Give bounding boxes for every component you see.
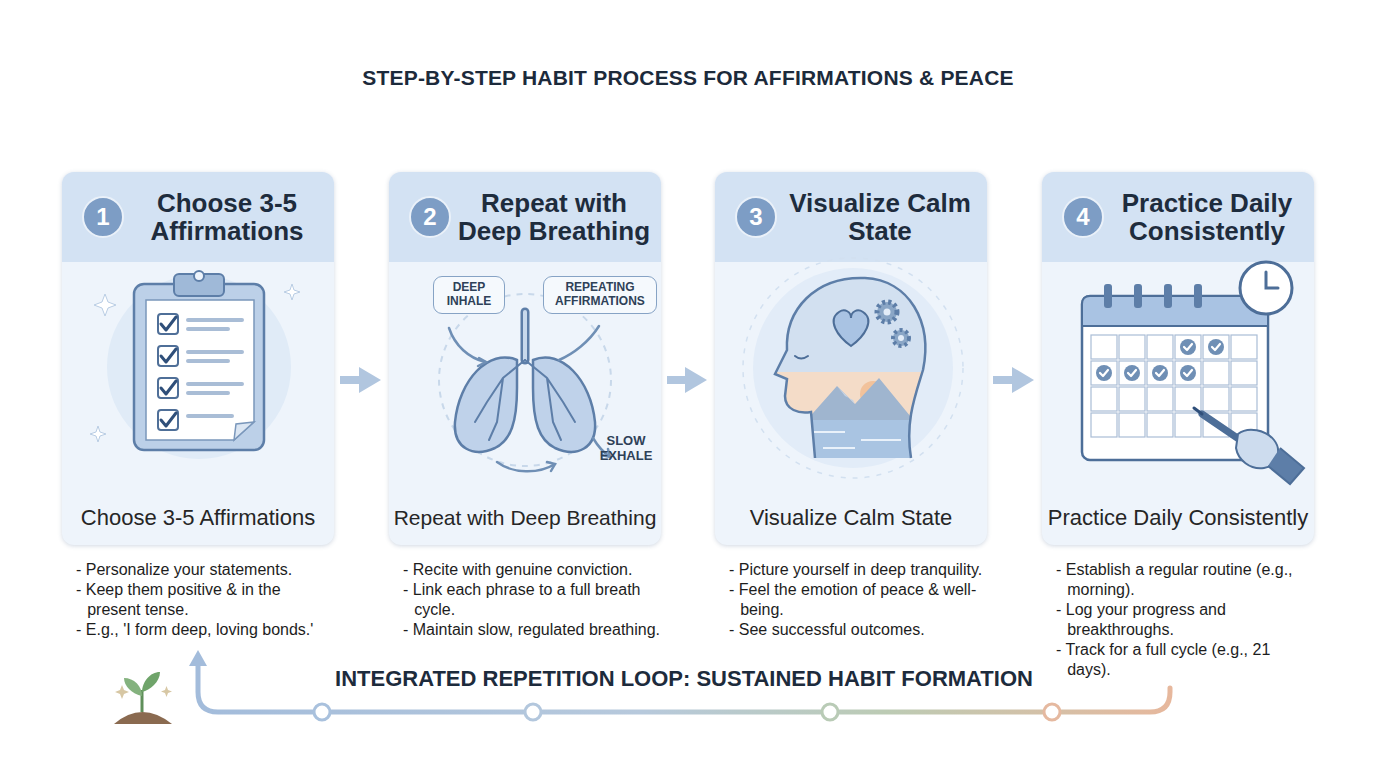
calm-head-illustration [715, 262, 987, 492]
step-card: Visualize Calm StateVisualize Calm State… [715, 172, 987, 644]
step-card: Choose 3-5 AffirmationsChoose 3-5 Affirm… [62, 172, 334, 644]
bullet-note: - Keep them positive & in the present te… [76, 580, 338, 620]
bullet-note: - Establish a regular routine (e.g., mor… [1056, 560, 1318, 600]
plant-icon [114, 672, 172, 724]
calendar-illustration [1042, 262, 1314, 492]
bullet-note: - Log your progress and breakthroughs. [1056, 600, 1318, 640]
bullet-note: - Recite with genuine conviction. [403, 560, 665, 580]
bullet-note: - See successful outcomes. [729, 620, 991, 640]
step-number: 2 [423, 205, 436, 229]
step-number: 4 [1076, 205, 1089, 229]
step-number-circle: 4 [1062, 196, 1104, 238]
bullet-note: - Feel the emotion of peace & well-being… [729, 580, 991, 620]
illustration-label: SLOW EXHALE [595, 434, 657, 464]
speech-bubble: REPEATING AFFIRMATIONS [543, 276, 657, 314]
step-number: 1 [96, 205, 109, 229]
step-caption: Repeat with Deep Breathing [393, 498, 657, 538]
step-heading: Practice Daily Consistently [1104, 172, 1310, 262]
step-caption: Visualize Calm State [719, 498, 983, 538]
bullet-note: - Picture yourself in deep tranquility. [729, 560, 991, 580]
flow-arrow [667, 376, 693, 384]
clipboard-illustration [62, 262, 334, 492]
step-number-circle: 1 [82, 196, 124, 238]
bullet-note: - E.g., 'I form deep, loving bonds.' [76, 620, 338, 640]
title: STEP-BY-STEP HABIT PROCESS FOR AFFIRMATI… [0, 66, 1376, 90]
flow-arrow [993, 376, 1020, 384]
loop-label: INTEGRATED REPETITION LOOP: SUSTAINED HA… [329, 666, 1039, 692]
step-caption: Choose 3-5 Affirmations [66, 498, 330, 538]
step-number-circle: 2 [409, 196, 451, 238]
step-caption: Practice Daily Consistently [1046, 498, 1310, 538]
step-heading: Repeat with Deep Breathing [451, 172, 657, 262]
bubble-text: REPEATING AFFIRMATIONS [549, 281, 651, 309]
bullet-note: - Personalize your statements. [76, 560, 338, 580]
loop-arrow [198, 660, 1170, 712]
step-number-circle: 3 [735, 196, 777, 238]
loop-dots [314, 704, 1060, 720]
bullet-note: - Link each phrase to a full breath cycl… [403, 580, 665, 620]
speech-bubble: DEEP INHALE [433, 276, 505, 314]
bullet-list: - Personalize your statements.- Keep the… [76, 560, 338, 640]
step-card: Repeat with Deep BreathingRepeat with De… [389, 172, 661, 644]
bubble-text: DEEP INHALE [439, 281, 499, 309]
bullet-list: - Recite with genuine conviction.- Link … [403, 560, 665, 640]
bullet-note: - Track for a full cycle (e.g., 21 days)… [1056, 640, 1318, 680]
step-heading: Choose 3-5 Affirmations [124, 172, 330, 262]
step-card: Practice Daily ConsistentlyPractice Dail… [1042, 172, 1314, 684]
bullet-list: - Picture yourself in deep tranquility.-… [729, 560, 991, 640]
step-number: 3 [749, 205, 762, 229]
step-heading: Visualize Calm State [777, 172, 983, 262]
bullet-list: - Establish a regular routine (e.g., mor… [1056, 560, 1318, 680]
flow-arrow [340, 376, 367, 384]
bullet-note: - Maintain slow, regulated breathing. [403, 620, 665, 640]
